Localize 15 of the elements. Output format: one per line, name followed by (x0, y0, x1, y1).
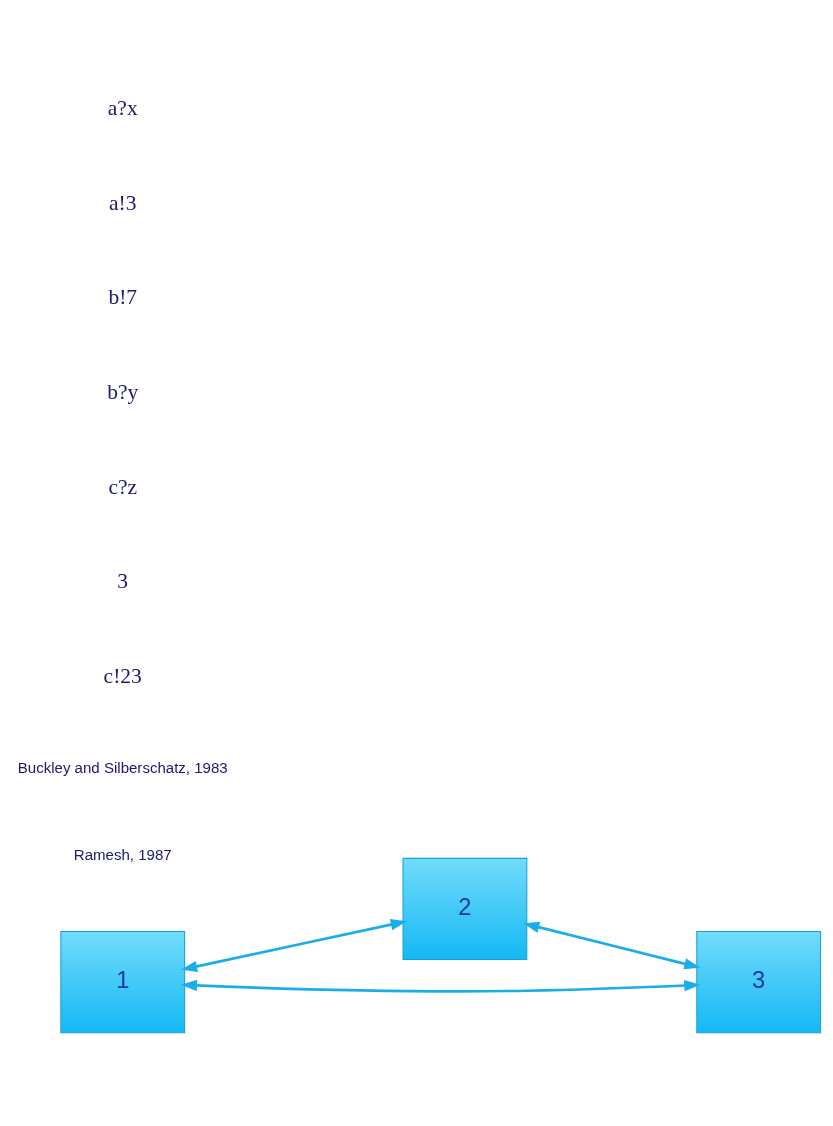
label: c?z (108, 474, 138, 499)
node-box: 3 (696, 931, 822, 1034)
arrow (181, 919, 407, 972)
arrow (180, 979, 701, 993)
label: c!23 (103, 663, 142, 688)
label: b?y (107, 379, 139, 404)
label: a!3 (109, 190, 137, 215)
node-box: 1 (60, 931, 186, 1034)
label: Ramesh, 1987 (73, 846, 172, 864)
node-box: 2 (402, 857, 528, 961)
label: a?x (107, 95, 138, 120)
arrow (523, 921, 701, 970)
label: b!7 (108, 285, 138, 310)
label: 3 (117, 569, 129, 594)
label: Buckley and Silberschatz, 1983 (17, 759, 228, 777)
